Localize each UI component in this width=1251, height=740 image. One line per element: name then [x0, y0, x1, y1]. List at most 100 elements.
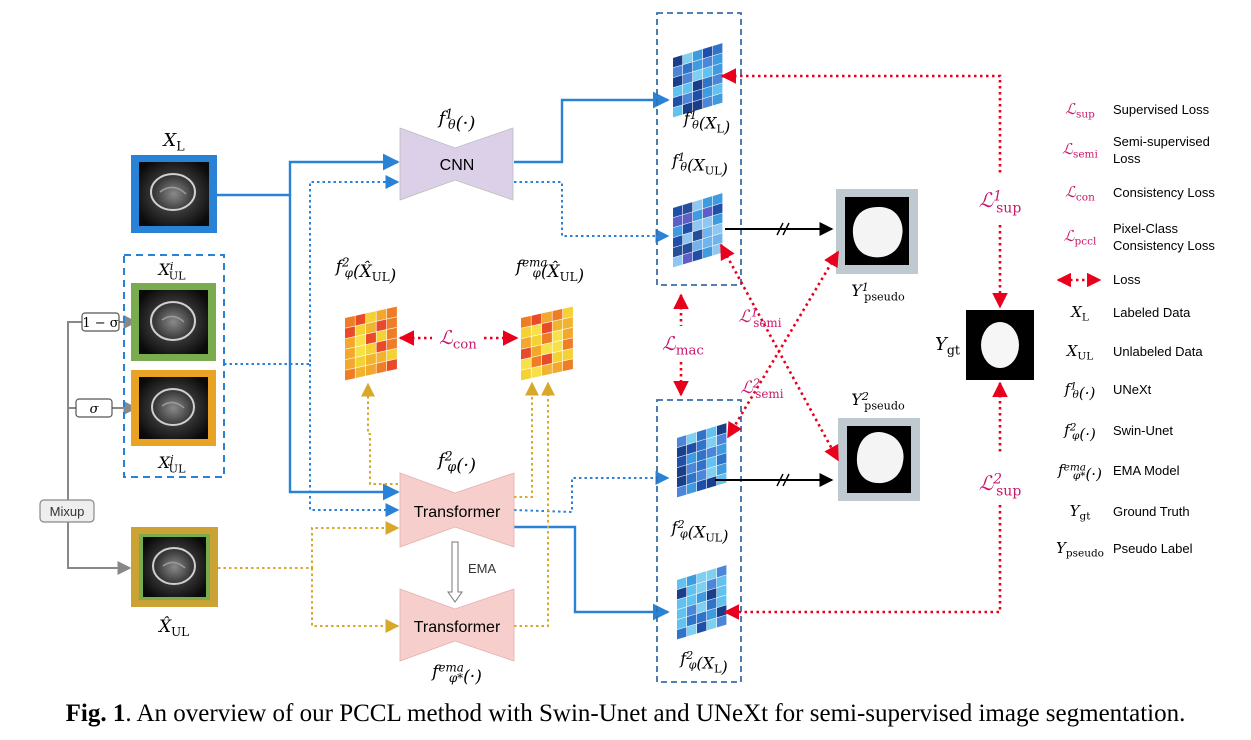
mac-loss-arrow: ℒmac — [662, 293, 704, 397]
grid-cell — [713, 83, 723, 96]
grid-cell — [366, 353, 376, 366]
grid-cell — [345, 315, 355, 328]
grid-cell — [677, 475, 687, 488]
grid-cell — [542, 342, 552, 355]
grid-cell — [687, 604, 697, 617]
mixed-image-label: X̂UL — [157, 617, 189, 639]
pseudo-label-2 — [838, 418, 920, 501]
ema-transformer-network: Transformer — [399, 588, 515, 662]
legend-text: Pixel-Class — [1113, 221, 1179, 236]
grid-cell — [521, 326, 531, 339]
grid-cell — [683, 62, 693, 75]
grid-cell — [677, 597, 687, 610]
grid-cell — [693, 99, 703, 112]
labeled-image — [131, 155, 217, 233]
grid-cell — [387, 306, 397, 319]
semi-loss-arrows — [719, 243, 840, 462]
ema-arrow: EMA — [447, 541, 497, 603]
grid-cell — [673, 205, 683, 218]
grid-cell — [693, 79, 703, 92]
grid-cell — [673, 235, 683, 248]
grid-cell — [707, 426, 717, 439]
grid-cell — [673, 105, 683, 118]
heatmap-teacher-grid — [521, 306, 573, 381]
grid-cell — [697, 439, 707, 452]
grid-cell — [387, 348, 397, 361]
grid-cell — [687, 584, 697, 597]
cnn-label: CNN — [440, 157, 475, 174]
labeled-image-label: XL — [161, 130, 185, 153]
legend-text: Swin-Unet — [1113, 423, 1173, 438]
grid-cell — [713, 53, 723, 66]
grid-cell — [563, 359, 573, 372]
grid-cell — [703, 196, 713, 209]
grid-cell — [376, 329, 387, 342]
grid-cell — [713, 73, 723, 86]
grid-cell — [697, 469, 707, 482]
grid-cell — [677, 607, 687, 620]
legend-symbol: XL — [1070, 303, 1089, 324]
mac-loss-label: ℒmac — [662, 333, 704, 359]
legend-text: Loss — [1113, 272, 1141, 287]
grid-cell — [687, 462, 697, 475]
grid-cell — [717, 443, 727, 456]
grid-cell — [713, 93, 723, 106]
grid-cell — [697, 571, 707, 584]
unlabeled-flow-arrows — [224, 175, 670, 517]
grid-cell — [683, 212, 693, 225]
grid-cell — [703, 46, 713, 59]
grid-cell — [683, 82, 693, 95]
grid-cell — [531, 334, 542, 347]
grid-cell — [345, 326, 355, 339]
legend-text: Supervised Loss — [1113, 102, 1210, 117]
grid-cell — [697, 621, 707, 634]
grid-cell — [542, 353, 552, 366]
grid-cell — [677, 627, 687, 640]
legend-symbol: Ygt — [1070, 502, 1092, 523]
grid-cell — [717, 585, 727, 598]
transformer-output-group — [656, 399, 742, 683]
legend-text: UNeXt — [1113, 382, 1152, 397]
grid-cell — [366, 311, 376, 324]
grid-cell — [563, 317, 573, 330]
ground-truth-mask — [966, 310, 1034, 380]
ema-transformer-label: Transformer — [414, 619, 501, 636]
grid-cell — [713, 213, 723, 226]
grid-cell — [355, 355, 366, 368]
grid-cell — [531, 355, 542, 368]
unlabeled-image-i — [131, 283, 216, 361]
grid-cell — [683, 102, 693, 115]
grid-cell — [697, 611, 707, 624]
grid-cell — [552, 350, 563, 363]
grid-cell — [376, 361, 387, 374]
grid-cell — [697, 479, 707, 492]
grid-cell — [673, 75, 683, 88]
grid-cell — [521, 315, 531, 328]
grid-cell — [677, 465, 687, 478]
grid-cell — [707, 588, 717, 601]
grid-cell — [703, 66, 713, 79]
grid-cell — [713, 193, 723, 206]
grid-cell — [707, 436, 717, 449]
grid-cell — [345, 368, 355, 381]
grid-cell — [717, 615, 727, 628]
grid-cell — [677, 587, 687, 600]
grid-cell — [693, 199, 703, 212]
grid-cell — [693, 59, 703, 72]
mixup-connectors — [67, 315, 138, 575]
legend-text: Consistency Loss — [1113, 185, 1215, 200]
legend-symbol: ℒcon — [1065, 183, 1095, 204]
transformer-labeled-grid — [677, 565, 727, 640]
grid-cell — [683, 242, 693, 255]
cnn-labeled-grid — [673, 43, 723, 118]
grid-cell — [713, 223, 723, 236]
grid-cell — [673, 55, 683, 68]
cnn-unlabeled-grid — [673, 193, 723, 268]
